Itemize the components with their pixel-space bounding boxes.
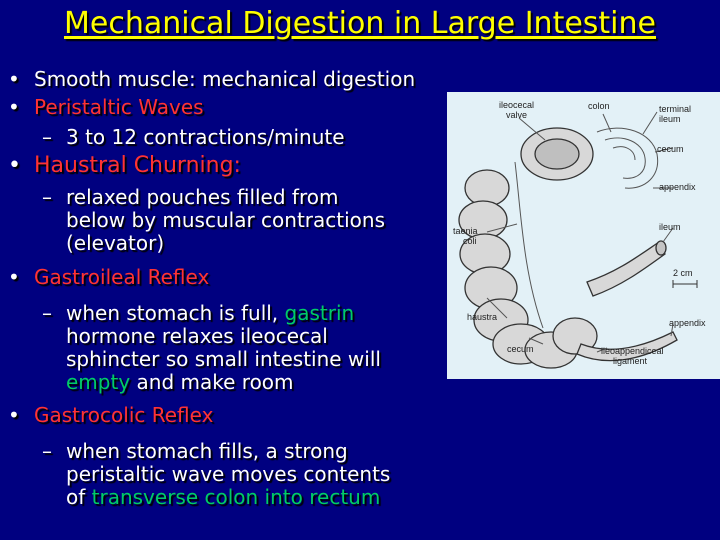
bullet-icon: • (8, 403, 20, 427)
sub-bullet-continuation: hormone relaxes ileocecal (66, 324, 328, 348)
dash-icon: – (42, 301, 52, 325)
bullet-text: Peristaltic Waves (34, 95, 204, 119)
label-haustra: haustra (467, 312, 498, 322)
bullet-icon: • (8, 153, 21, 178)
bullet-text: Gastrocolic Reflex (34, 403, 214, 427)
sub-bullet-continuation: sphincter so small intestine will (66, 347, 381, 371)
sub-bullet-stomach-full: –when stomach is full, gastrin (42, 302, 354, 325)
label-appendix-bottom: appendix (669, 318, 706, 328)
sub-bullet-continuation: of transverse colon into rectum (66, 486, 380, 509)
label-ileum: ileum (659, 222, 681, 232)
dash-icon: – (42, 185, 52, 209)
bullet-icon: • (8, 95, 20, 119)
sub-bullet-stomach-fills: –when stomach fills, a strong (42, 440, 348, 463)
sub-bullet-continuation: peristaltic wave moves contents (66, 462, 391, 486)
label-scale-2cm: 2 cm (673, 268, 693, 278)
label-colon: colon (588, 101, 610, 111)
sub-bullet-continuation: (elevator) (66, 231, 165, 255)
sub-bullet-text: of (66, 485, 92, 509)
sub-bullet-text: 3 to 12 contractions/minute (66, 125, 345, 149)
sub-bullet-text: when stomach fills, a strong (66, 439, 348, 463)
label-cecum-bottom: cecum (507, 344, 534, 354)
bullet-gastroileal-reflex: • Gastroileal Reflex (8, 266, 209, 289)
highlight-transverse-colon: transverse colon into rectum (91, 485, 381, 509)
sub-bullet-continuation: below by muscular contractions (66, 208, 385, 232)
bullet-text: Haustral Churning: (34, 153, 241, 178)
sub-bullet-text: and make room (130, 370, 294, 394)
dash-icon: – (42, 125, 52, 149)
bullet-text: Gastroileal Reflex (34, 265, 210, 289)
dash-icon: – (42, 439, 52, 463)
bullet-smooth-muscle: • Smooth muscle: mechanical digestion (8, 68, 415, 91)
bullet-gastrocolic-reflex: • Gastrocolic Reflex (8, 404, 213, 427)
highlight-empty: empty (66, 370, 131, 394)
highlight-gastrin: gastrin (284, 301, 355, 325)
sub-bullet-continuation: empty and make room (66, 371, 294, 394)
bullet-haustral-churning: • Haustral Churning: (8, 154, 241, 177)
sub-bullet-text: relaxed pouches filled from (66, 185, 339, 209)
sub-bullet-text: when stomach is full, (66, 301, 285, 325)
intestine-illustration (458, 111, 698, 369)
bullet-peristaltic-waves: • Peristaltic Waves (8, 96, 204, 119)
bullet-text: Smooth muscle: mechanical digestion (34, 67, 416, 91)
sub-bullet-relaxed-pouches: –relaxed pouches filled from (42, 186, 338, 209)
bullet-icon: • (8, 67, 20, 91)
label-appendix-top: appendix (659, 182, 696, 192)
slide-title: Mechanical Digestion in Large Intestine (63, 6, 656, 41)
label-cecum-top: cecum (657, 144, 684, 154)
sub-bullet-contractions: –3 to 12 contractions/minute (42, 126, 345, 149)
bullet-icon: • (8, 265, 20, 289)
